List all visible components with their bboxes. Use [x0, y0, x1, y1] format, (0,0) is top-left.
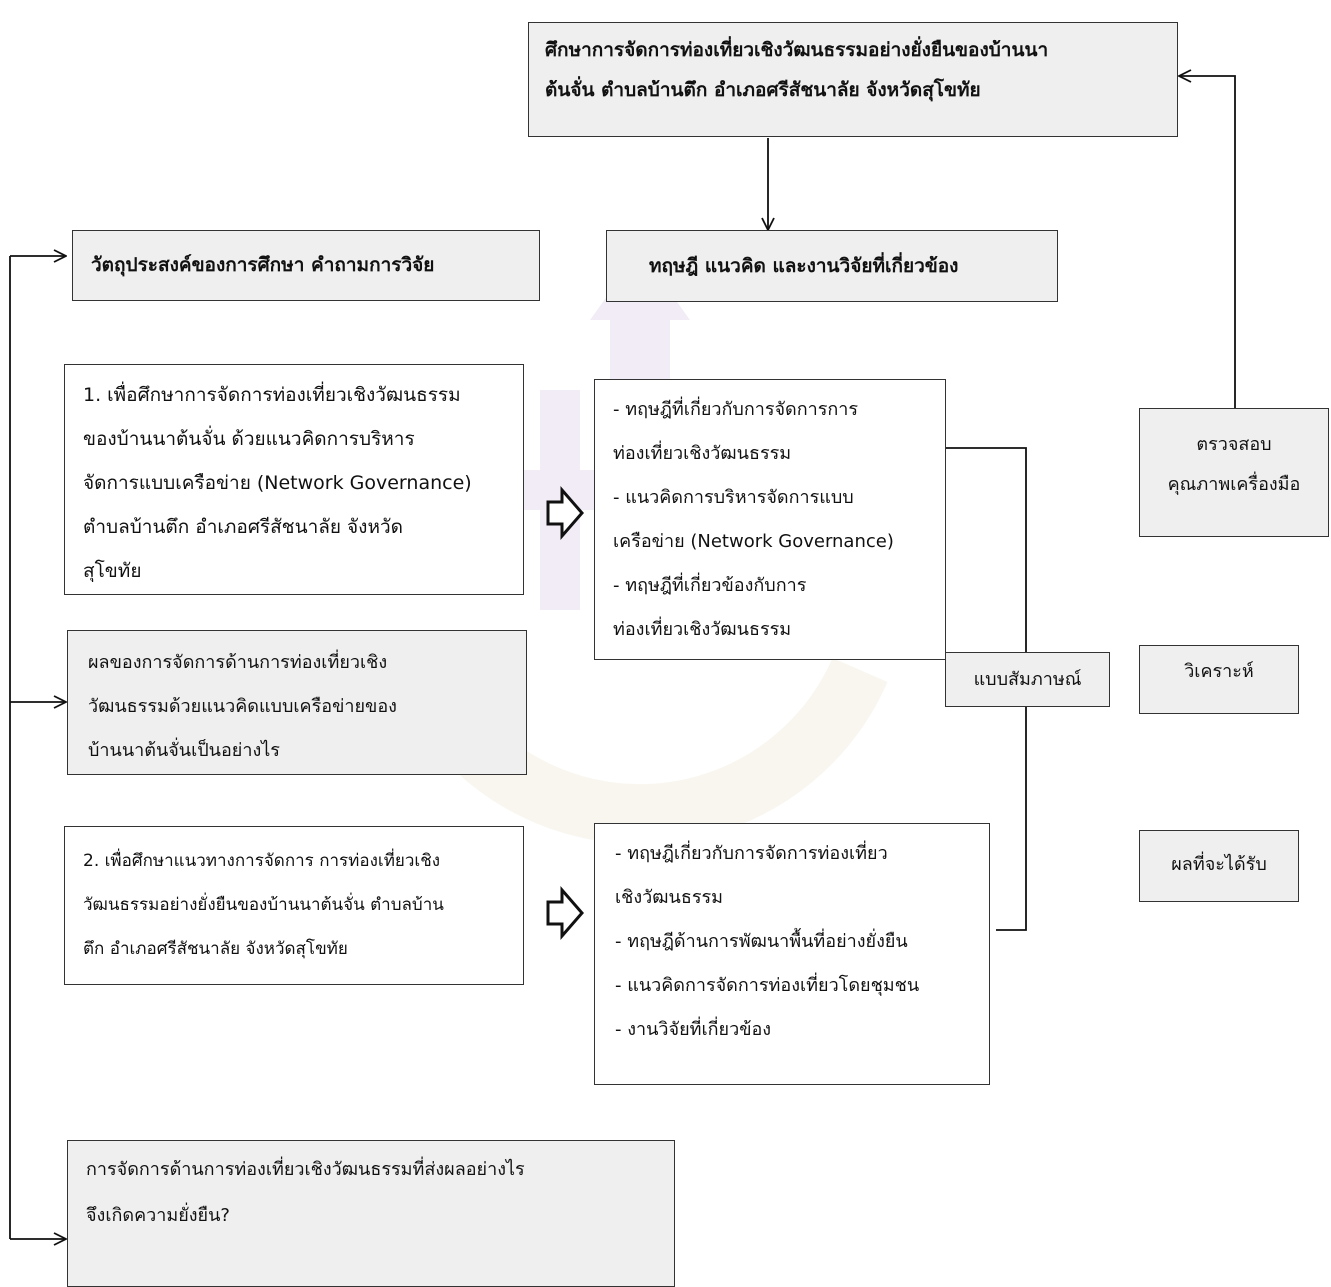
block-arrow-2	[546, 885, 584, 941]
interview-form-text: แบบสัมภาษณ์	[973, 669, 1082, 690]
theory-1-line: ท่องเที่ยวเชิงวัฒนธรรม	[613, 619, 792, 640]
theory-2-box: - ทฤษฎีเกี่ยวกับการจัดการท่องเที่ยว เชิง…	[594, 823, 990, 1085]
theory-1-box: - ทฤษฎีที่เกี่ยวกับการจัดการการ ท่องเที่…	[594, 379, 946, 660]
instrument-quality-box: ตรวจสอบ คุณภาพเครื่องมือ	[1139, 408, 1329, 537]
objective-1-line: จัดการแบบเครือข่าย (Network Governance)	[83, 472, 472, 494]
research-title-line-2: ต้นจั่น ตำบลบ้านตึก อำเภอศรีสัชนาลัย จัง…	[545, 79, 981, 101]
research-title-line-1: ศึกษาการจัดการท่องเที่ยวเชิงวัฒนธรรมอย่า…	[545, 39, 1049, 61]
question-2-box: การจัดการด้านการท่องเที่ยวเชิงวัฒนธรรมที…	[67, 1140, 675, 1287]
objective-1-line: ตำบลบ้านตึก อำเภอศรีสัชนาลัย จังหวัด	[83, 516, 403, 538]
objective-2-line: ตึก อำเภอศรีสัชนาลัย จังหวัดสุโขทัย	[83, 939, 348, 959]
objective-2-line: วัฒนธรรมอย่างยั่งยืนของบ้านนาต้นจั่น ตำบ…	[83, 895, 444, 915]
question-2-line: การจัดการด้านการท่องเที่ยวเชิงวัฒนธรรมที…	[86, 1159, 525, 1180]
objective-1-line: ของบ้านนาต้นจั่น ด้วยแนวคิดการบริหาร	[83, 428, 415, 450]
block-arrow-1	[546, 485, 584, 541]
instrument-quality-line: ตรวจสอบ	[1196, 434, 1272, 455]
theory-header-box: ทฤษฎี แนวคิด และงานวิจัยที่เกี่ยวข้อง	[606, 230, 1058, 302]
theory-1-line: - ทฤษฎีที่เกี่ยวข้องกับการ	[613, 575, 807, 596]
theory-2-line: - ทฤษฎีด้านการพัฒนาพื้นที่อย่างยั่งยืน	[615, 931, 908, 952]
arrow-quality-to-title	[1179, 76, 1236, 408]
research-title-box: ศึกษาการจัดการท่องเที่ยวเชิงวัฒนธรรมอย่า…	[528, 22, 1178, 137]
theory-2-line: - งานวิจัยที่เกี่ยวข้อง	[615, 1019, 772, 1040]
theory-1-line: - ทฤษฎีที่เกี่ยวกับการจัดการการ	[613, 399, 859, 420]
analyze-text: วิเคราะห์	[1184, 661, 1254, 682]
theory-1-line: - แนวคิดการบริหารจัดการแบบ	[613, 487, 854, 508]
question-2-line: จึงเกิดความยั่งยืน?	[86, 1205, 230, 1226]
expected-results-box: ผลที่จะได้รับ	[1139, 830, 1299, 902]
theory-header-text: ทฤษฎี แนวคิด และงานวิจัยที่เกี่ยวข้อง	[649, 255, 959, 277]
theory-2-line: - แนวคิดการจัดการท่องเที่ยวโดยชุมชน	[615, 975, 920, 996]
theory-2-line: - ทฤษฎีเกี่ยวกับการจัดการท่องเที่ยว	[615, 843, 888, 864]
question-1-line: บ้านนาต้นจั่นเป็นอย่างไร	[88, 740, 280, 761]
question-1-line: วัฒนธรรมด้วยแนวคิดแบบเครือข่ายของ	[88, 696, 397, 717]
theory-1-line: เครือข่าย (Network Governance)	[613, 531, 894, 552]
objectives-header-box: วัตถุประสงค์ของการศึกษา คำถามการวิจัย	[72, 230, 540, 301]
theory-2-line: เชิงวัฒนธรรม	[615, 887, 724, 908]
objectives-header-text: วัตถุประสงค์ของการศึกษา คำถามการวิจัย	[91, 254, 435, 276]
objective-1-line: 1. เพื่อศึกษาการจัดการท่องเที่ยวเชิงวัฒน…	[83, 384, 461, 406]
theory-1-line: ท่องเที่ยวเชิงวัฒนธรรม	[613, 443, 792, 464]
objective-1-box: 1. เพื่อศึกษาการจัดการท่องเที่ยวเชิงวัฒน…	[64, 364, 524, 595]
interview-form-box: แบบสัมภาษณ์	[945, 652, 1110, 707]
expected-results-text: ผลที่จะได้รับ	[1171, 854, 1267, 875]
analyze-box: วิเคราะห์	[1139, 645, 1299, 714]
question-1-line: ผลของการจัดการด้านการท่องเที่ยวเชิง	[88, 652, 388, 673]
objective-2-box: 2. เพื่อศึกษาแนวทางการจัดการ การท่องเที่…	[64, 826, 524, 985]
question-1-box: ผลของการจัดการด้านการท่องเที่ยวเชิง วัฒน…	[67, 630, 527, 775]
instrument-quality-line: คุณภาพเครื่องมือ	[1167, 474, 1301, 495]
objective-2-line: 2. เพื่อศึกษาแนวทางการจัดการ การท่องเที่…	[83, 851, 441, 871]
objective-1-line: สุโขทัย	[83, 560, 142, 582]
